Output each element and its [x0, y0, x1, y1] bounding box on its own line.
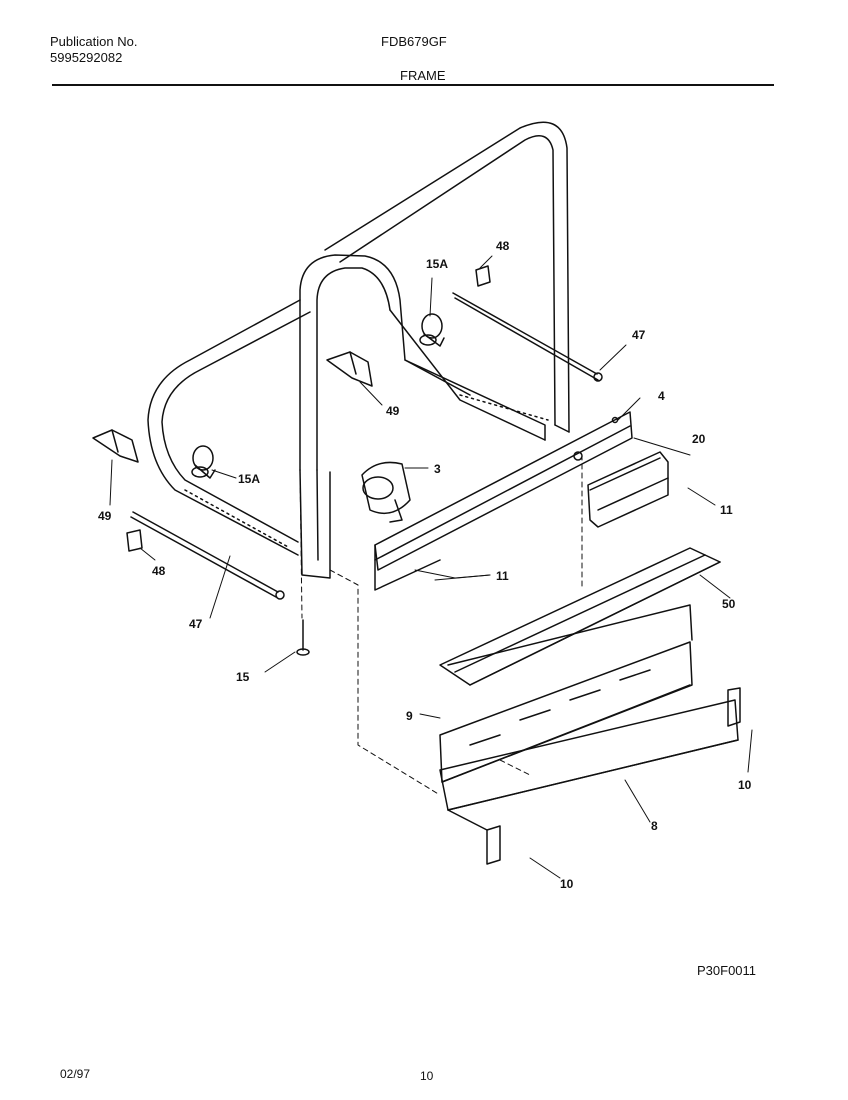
leveling-leg-15a-right: [419, 313, 445, 347]
base-frame: [147, 299, 546, 556]
callout-15a-right: 15A: [426, 257, 448, 271]
callout-15: 15: [236, 670, 250, 684]
callout-8: 8: [651, 819, 658, 833]
callout-47-left: 47: [189, 617, 203, 631]
callout-48-left: 48: [152, 564, 166, 578]
screw-15: [296, 619, 310, 656]
callout-48-right: 48: [496, 239, 510, 253]
kick-plate-50: [439, 547, 721, 686]
motor-3: [361, 461, 411, 523]
publication-number: 5995292082: [50, 50, 123, 65]
callout-49-left: 49: [98, 509, 112, 523]
callout-47-right: 47: [632, 328, 646, 342]
callout-10-right: 10: [738, 778, 752, 792]
bracket-49-right: [326, 351, 373, 387]
callout-10-bottom: 10: [560, 877, 574, 891]
callout-20: 20: [692, 432, 706, 446]
leveling-leg-15a-left: [191, 445, 216, 479]
page-number: 10: [420, 1069, 434, 1083]
callout-50: 50: [722, 597, 736, 611]
rail-4: [374, 411, 633, 591]
rod-47-left: [130, 511, 285, 600]
header-rule: [52, 84, 774, 86]
figure-code: P30F0011: [697, 963, 757, 978]
section-title: FRAME: [400, 68, 446, 83]
callout-4: 4: [658, 389, 665, 403]
rod-47-right: [452, 292, 603, 382]
callout-9: 9: [406, 709, 413, 723]
channel-20: [587, 451, 669, 528]
callout-49-right: 49: [386, 404, 400, 418]
callout-11-right: 11: [720, 503, 733, 517]
callout-15a-left: 15A: [238, 472, 260, 486]
clip-48-right: [475, 265, 491, 287]
tub-frame-rear: [324, 121, 570, 433]
bracket-49-left: [92, 429, 139, 463]
trim-panel-8: [439, 687, 741, 865]
callout-3: 3: [434, 462, 441, 476]
publication-date: 02/97: [60, 1067, 91, 1081]
model-number: FDB679GF: [381, 34, 447, 49]
tub-frame-front: [299, 254, 546, 579]
toe-panel-9: [439, 604, 693, 783]
clip-48-left: [126, 529, 143, 552]
callout-11-center: 11: [496, 569, 509, 583]
publication-label: Publication No.: [50, 34, 138, 49]
